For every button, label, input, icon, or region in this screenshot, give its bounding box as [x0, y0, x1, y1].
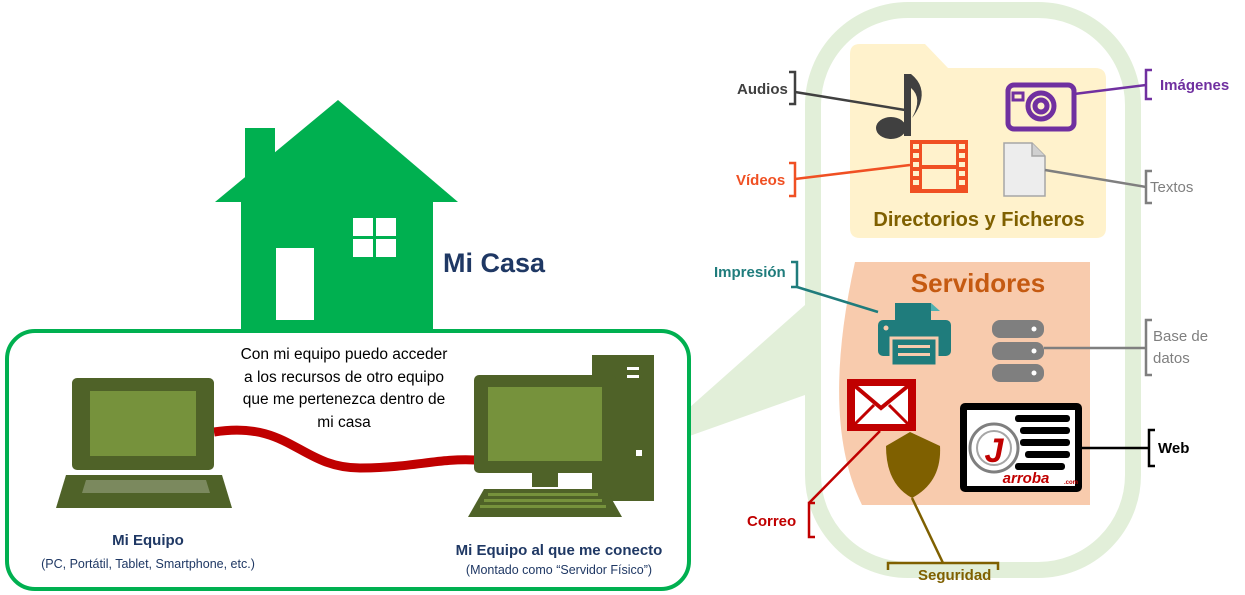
label-database-line2: datos — [1153, 350, 1190, 367]
music-note-icon — [876, 74, 922, 139]
description-line: Con mi equipo puedo acceder — [241, 346, 448, 363]
server-pc-title: Mi Equipo al que me conecto — [456, 542, 663, 559]
house-title: Mi Casa — [443, 248, 546, 278]
laptop-icon — [56, 378, 232, 508]
label-web: Web — [1158, 440, 1189, 457]
callouts — [789, 68, 1155, 570]
callout-web — [1082, 428, 1155, 468]
film-strip-icon — [910, 140, 968, 193]
callout-videos — [789, 161, 911, 198]
callout-print — [791, 260, 879, 314]
house-window — [353, 218, 396, 257]
description-line: mi casa — [317, 414, 371, 431]
label-audio: Audios — [737, 81, 788, 98]
camera-icon — [1005, 82, 1077, 132]
mail-icon — [847, 379, 916, 431]
files-title: Directorios y Ficheros — [873, 209, 1084, 231]
callout-mail — [807, 430, 881, 539]
database-icon — [992, 320, 1044, 382]
web-logo-suffix: .com — [1064, 480, 1078, 486]
document-icon — [1003, 142, 1046, 197]
label-mail: Correo — [747, 513, 796, 530]
shield-icon — [886, 432, 941, 498]
web-icon: J arroba .com — [960, 403, 1082, 492]
house-door — [276, 248, 314, 320]
web-logo-word: arroba — [1003, 470, 1050, 487]
label-videos: Vídeos — [736, 172, 785, 189]
callout-audio — [789, 70, 906, 112]
description-line: que me pertenezca dentro de — [243, 391, 446, 408]
desktop-computer-icon — [468, 355, 654, 517]
house-icon — [215, 100, 458, 332]
description: Con mi equipo puedo acceder a los recurs… — [241, 346, 448, 431]
callout-texts — [1044, 168, 1152, 205]
servers-title: Servidores — [911, 268, 1045, 298]
callout-images — [1073, 68, 1152, 101]
callout-database — [1044, 318, 1152, 377]
web-logo-letter: J — [985, 432, 1005, 470]
server-pc-subtitle: (Montado como “Servidor Físico”) — [466, 563, 652, 577]
label-print: Impresión — [714, 264, 786, 281]
label-texts: Textos — [1150, 179, 1193, 196]
laptop-subtitle: (PC, Portátil, Tablet, Smartphone, etc.) — [41, 557, 255, 571]
label-security: Seguridad — [918, 567, 991, 584]
label-images: Imágenes — [1160, 77, 1229, 94]
network-cable — [213, 425, 476, 473]
description-line: a los recursos de otro equipo — [244, 369, 444, 386]
callout-security — [886, 497, 1000, 570]
label-database-line1: Base de — [1153, 328, 1208, 345]
printer-icon — [878, 303, 951, 368]
laptop-title: Mi Equipo — [112, 532, 184, 549]
